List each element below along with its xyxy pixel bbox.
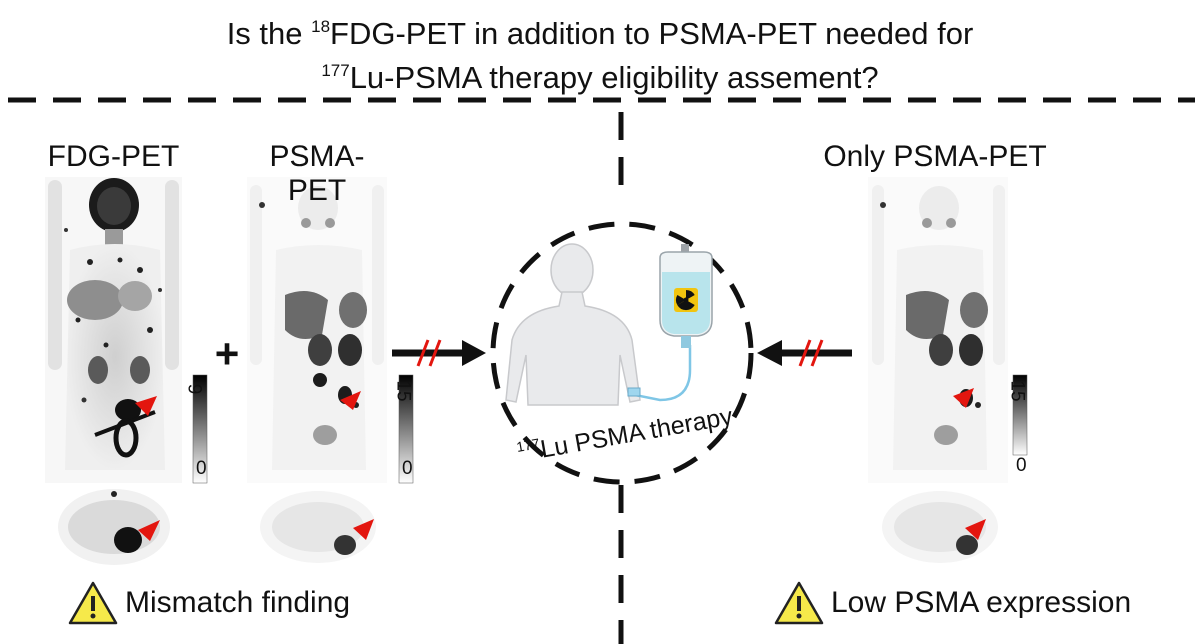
fdg-axial-arrowhead bbox=[138, 520, 160, 541]
psma-lesion-arrowhead bbox=[340, 391, 361, 410]
radiation-icon bbox=[674, 288, 698, 312]
low-psma-warning-text: Low PSMA expression bbox=[831, 586, 1132, 619]
title-line-1: Is the 18FDG-PET in addition to PSMA-PET… bbox=[226, 16, 974, 51]
only-psma-scale-max: 15 bbox=[1006, 380, 1028, 402]
fdg-scale-min: 0 bbox=[196, 458, 207, 479]
arrow-to-therapy-left bbox=[392, 339, 486, 367]
psma-pet-label: PSMA-PET bbox=[269, 140, 365, 207]
psma-scale-max: 15 bbox=[392, 380, 414, 402]
low-psma-warning: Low PSMA expression bbox=[773, 580, 1131, 626]
psma-pet-axial-image bbox=[260, 491, 376, 563]
iv-line bbox=[634, 345, 692, 402]
fdg-pet-axial-image bbox=[58, 489, 170, 565]
psma-axial-arrowhead bbox=[353, 519, 374, 540]
only-psma-axial-arrowhead bbox=[965, 519, 986, 540]
psma-pet-body-image bbox=[247, 177, 387, 483]
fdg-lesion-arrowhead bbox=[135, 396, 157, 416]
only-psma-pet-body-image bbox=[868, 177, 1008, 483]
warning-icon bbox=[68, 581, 118, 625]
only-psma-lesion-arrowhead bbox=[953, 388, 974, 408]
only-psma-pet-axial-image bbox=[882, 491, 998, 563]
arrow-to-therapy-right bbox=[757, 339, 852, 367]
psma-colorbar bbox=[398, 374, 414, 484]
only-psma-pet-label: Only PSMA-PET bbox=[823, 140, 1047, 173]
fdg-pet-label: FDG-PET bbox=[47, 140, 180, 173]
psma-scale-min: 0 bbox=[402, 458, 413, 479]
fdg-pet-body-image bbox=[45, 177, 182, 483]
plus-sign: + bbox=[214, 330, 240, 377]
mismatch-warning: Mismatch finding bbox=[67, 580, 350, 626]
warning-icon bbox=[774, 581, 824, 625]
only-psma-colorbar bbox=[1012, 374, 1028, 456]
title-line-2: 177Lu-PSMA therapy eligibility assement? bbox=[321, 60, 879, 95]
mismatch-warning-text: Mismatch finding bbox=[125, 586, 351, 619]
fdg-colorbar bbox=[192, 374, 208, 484]
fdg-scale-max: 9 bbox=[183, 383, 205, 395]
only-psma-scale-min: 0 bbox=[1016, 455, 1027, 476]
patient-silhouette-icon bbox=[505, 243, 641, 406]
